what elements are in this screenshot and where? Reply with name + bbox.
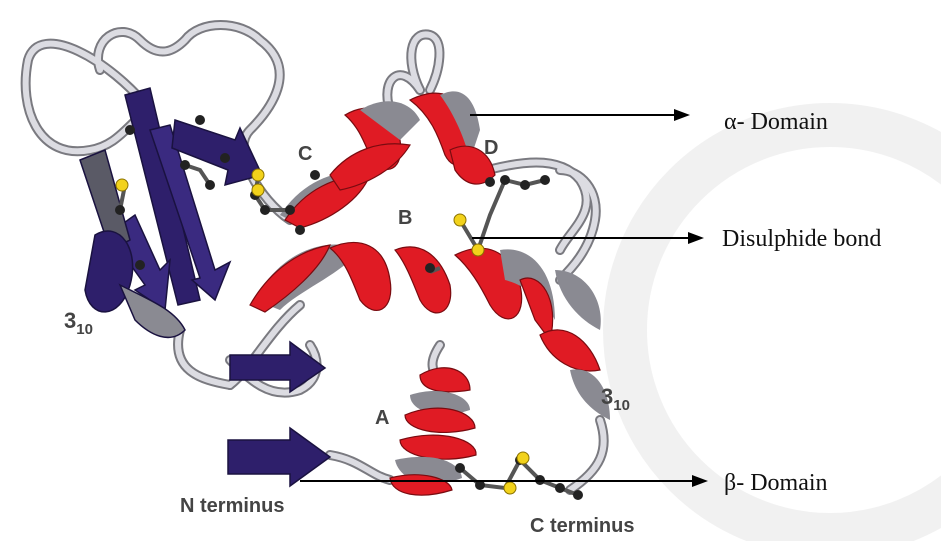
- helix-A: [390, 368, 476, 495]
- helix-label-D: D: [484, 137, 498, 159]
- sulfur-atom: [252, 169, 264, 181]
- beta-domain-label: β- Domain: [724, 470, 828, 496]
- c-terminus-label: C terminus: [530, 515, 634, 537]
- sulfur-atom: [116, 179, 128, 191]
- alpha-domain-label: α- Domain: [724, 109, 828, 135]
- three-ten-left-ribbon: [85, 231, 133, 312]
- sulfur-atom: [504, 482, 516, 494]
- sulfur-atom: [472, 244, 484, 256]
- n-terminal-strand-arrow: [228, 428, 330, 486]
- helix-D: [410, 91, 495, 184]
- sulfur-atom: [252, 184, 264, 196]
- sulfur-atom: [517, 452, 529, 464]
- n-terminus-label: N terminus: [180, 495, 284, 517]
- helix-label-C: C: [298, 143, 312, 165]
- helix-label-A: A: [375, 407, 389, 429]
- helix-label-B: B: [398, 207, 412, 229]
- helix-B: [250, 243, 555, 340]
- three-ten-label-left: 310: [64, 308, 93, 338]
- sulfur-atom: [454, 214, 466, 226]
- disulphide-bond-label: Disulphide bond: [722, 226, 881, 252]
